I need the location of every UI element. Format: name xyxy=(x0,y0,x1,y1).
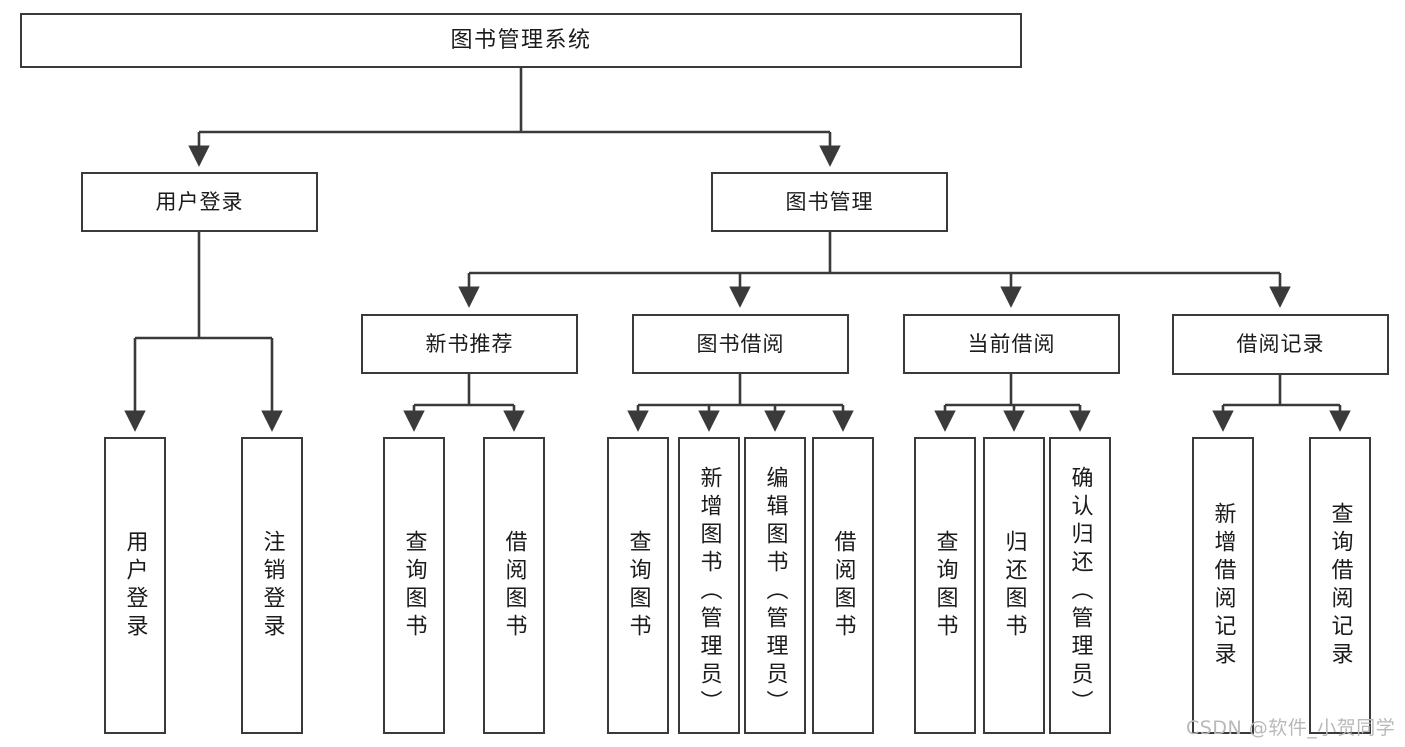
node-leaf-confirm-return[interactable]: 确认归还（管理员） xyxy=(1049,437,1111,734)
node-book-borrow[interactable]: 图书借阅 xyxy=(632,314,849,374)
node-leaf-user-login[interactable]: 用户登录 xyxy=(104,437,166,734)
node-leaf-user-login-label: 用户登录 xyxy=(122,529,148,642)
node-leaf-query-book-2[interactable]: 查询图书 xyxy=(607,437,669,734)
node-user-login-label: 用户登录 xyxy=(155,189,244,214)
node-leaf-confirm-return-label: 确认归还（管理员） xyxy=(1067,465,1093,718)
node-leaf-add-book[interactable]: 新增图书（管理员） xyxy=(678,437,740,734)
node-root-label: 图书管理系统 xyxy=(450,27,592,53)
node-leaf-add-record-label: 新增借阅记录 xyxy=(1210,501,1236,670)
node-leaf-borrow-book-2[interactable]: 借阅图书 xyxy=(812,437,874,734)
node-leaf-query-book-1[interactable]: 查询图书 xyxy=(383,437,445,734)
node-leaf-add-record[interactable]: 新增借阅记录 xyxy=(1192,437,1254,734)
node-leaf-query-book-3[interactable]: 查询图书 xyxy=(914,437,976,734)
node-borrow-record-label: 借阅记录 xyxy=(1236,332,1325,356)
node-leaf-borrow-book-1-label: 借阅图书 xyxy=(501,529,527,642)
node-leaf-logout-label: 注销登录 xyxy=(259,529,285,642)
node-leaf-edit-book[interactable]: 编辑图书（管理员） xyxy=(744,437,806,734)
node-book-borrow-label: 图书借阅 xyxy=(696,331,785,356)
node-book-manage-label: 图书管理 xyxy=(785,189,874,214)
node-leaf-borrow-book-2-label: 借阅图书 xyxy=(830,529,856,642)
node-user-login[interactable]: 用户登录 xyxy=(81,172,318,232)
node-leaf-edit-book-label: 编辑图书（管理员） xyxy=(762,465,788,718)
node-borrow-record[interactable]: 借阅记录 xyxy=(1172,314,1389,375)
node-leaf-add-book-label: 新增图书（管理员） xyxy=(696,465,722,718)
csdn-watermark: CSDN @软件_小贺同学 xyxy=(1186,717,1396,739)
node-leaf-query-book-3-label: 查询图书 xyxy=(932,529,958,642)
node-current-borrow-label: 当前借阅 xyxy=(967,331,1056,356)
node-current-borrow[interactable]: 当前借阅 xyxy=(903,314,1120,374)
node-leaf-borrow-book-1[interactable]: 借阅图书 xyxy=(483,437,545,734)
node-new-book-recommend[interactable]: 新书推荐 xyxy=(361,314,578,374)
node-leaf-query-record-label: 查询借阅记录 xyxy=(1327,501,1353,670)
node-leaf-query-record[interactable]: 查询借阅记录 xyxy=(1309,437,1371,734)
node-root[interactable]: 图书管理系统 xyxy=(20,13,1022,68)
node-new-book-recommend-label: 新书推荐 xyxy=(425,331,514,356)
node-leaf-logout[interactable]: 注销登录 xyxy=(241,437,303,734)
node-leaf-query-book-2-label: 查询图书 xyxy=(625,529,651,642)
node-leaf-query-book-1-label: 查询图书 xyxy=(401,529,427,642)
node-leaf-return-book-label: 归还图书 xyxy=(1001,529,1027,642)
node-leaf-return-book[interactable]: 归还图书 xyxy=(983,437,1045,734)
node-book-manage[interactable]: 图书管理 xyxy=(711,172,948,232)
